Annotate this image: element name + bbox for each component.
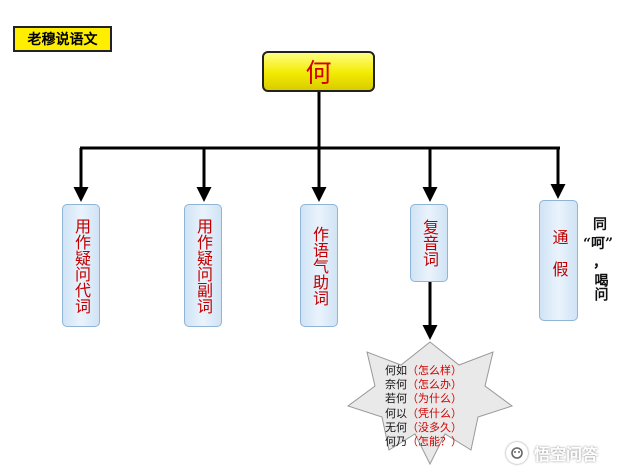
branch-node-compound-word: 复音词: [410, 204, 448, 282]
tag-label: 老穆说语文: [13, 26, 112, 52]
watermark-text: 悟空问答: [534, 445, 599, 464]
root-node: 何: [262, 51, 375, 92]
compound-word-list: 何如（怎么样） 奈何（怎么办） 若何（为什么） 何以（凭什么） 无何（没多久） …: [385, 364, 495, 449]
compound-gloss: （为什么）: [407, 392, 462, 406]
branch-label: 复音词: [420, 219, 439, 267]
compound-gloss: （怎么样）: [407, 364, 462, 377]
tongjia-note-line: 同: [593, 217, 607, 233]
list-item: 何乃（怎能？）: [385, 435, 495, 449]
list-item: 无何（没多久）: [385, 421, 495, 435]
wukong-logo-icon: [506, 442, 528, 464]
branch-label: 用作疑问副词: [194, 217, 213, 314]
compound-word: 无何: [385, 420, 407, 434]
compound-gloss: （没多久）: [407, 420, 462, 434]
compound-word: 何如: [385, 364, 407, 377]
star-shape: [346, 341, 514, 466]
branch-node-interrogative-pronoun: 用作疑问代词: [62, 204, 100, 327]
watermark: 悟空问答: [506, 442, 598, 464]
compound-word: 若何: [385, 392, 407, 406]
branch-label: 作语气助词: [310, 225, 329, 306]
list-item: 何如（怎么样）: [385, 364, 495, 378]
branch-label: 用作疑问代词: [72, 217, 91, 314]
compound-gloss: （凭什么）: [407, 406, 462, 420]
branch-node-phonetic-loan: 通假: [539, 200, 578, 321]
compound-gloss: （怎能？）: [407, 435, 462, 449]
tongjia-note-text: 喝问: [592, 273, 609, 301]
tongjia-note-line: 喝问: [591, 273, 610, 301]
list-item: 奈何（怎么办）: [385, 378, 495, 392]
branch-node-modal-particle: 作语气助词: [300, 204, 338, 327]
tongjia-note-line: “呵”: [582, 236, 614, 252]
compound-word: 何以: [385, 406, 407, 420]
tongjia-note-line: ，: [593, 255, 607, 271]
tongjia-note: 同 “呵” ， 喝问: [583, 216, 617, 301]
compound-word: 何乃: [385, 435, 407, 449]
list-item: 若何（为什么）: [385, 392, 495, 406]
list-item: 何以（凭什么）: [385, 407, 495, 421]
compound-word: 奈何: [385, 378, 407, 392]
branch-label: 通假: [549, 228, 569, 293]
compound-gloss: （怎么办）: [407, 378, 462, 392]
branch-node-interrogative-adverb: 用作疑问副词: [184, 204, 222, 327]
